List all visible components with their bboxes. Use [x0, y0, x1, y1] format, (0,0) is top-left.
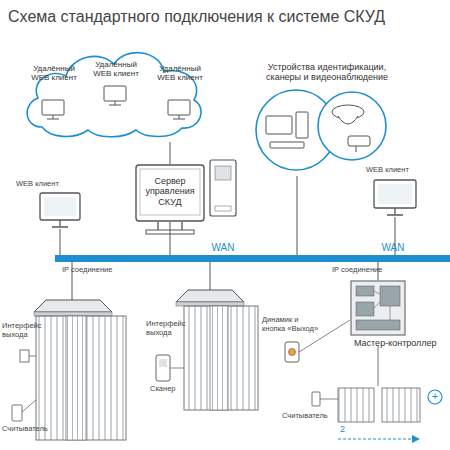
connector-line: [170, 142, 171, 164]
node-text: Мастер-контроллер: [354, 338, 446, 348]
label-text: Сканер: [150, 385, 190, 394]
devices-group: Устройства идентификации, сканеры и виде…: [252, 62, 402, 176]
label-text: +: [429, 390, 441, 403]
diagram-title: Схема стандартного подключения к системе…: [8, 8, 448, 26]
node-text: WAN: [373, 242, 413, 254]
turnstile: [312, 346, 442, 443]
label-text: WEB клиент: [366, 166, 426, 175]
label-text: Интерфейс выхода: [146, 320, 186, 337]
label-text: Считыватель: [282, 412, 332, 421]
node-text: Удалённый WEB клиент: [156, 64, 204, 82]
wan-band: WANWAN: [55, 255, 450, 262]
master-controller: Мастер-контроллер: [350, 280, 406, 336]
connector-line: [170, 222, 171, 255]
node-text: Сервер управления СКУД: [141, 176, 199, 207]
label-text: IP соединение: [62, 266, 132, 275]
label-text: Считыватель: [2, 425, 52, 434]
server-monitor: Сервер управления СКУД: [135, 164, 205, 222]
label-text: WEB клиент: [16, 180, 76, 189]
node-text: Удалённый WEB клиент: [92, 60, 140, 78]
connector-line: [297, 176, 298, 255]
label-text: Динамик и кнопка «Выход»: [262, 316, 322, 333]
label-text: 2: [340, 424, 350, 434]
node-text: Устройства идентификации, сканеры и виде…: [252, 62, 402, 83]
turnstile: [12, 262, 126, 440]
cloud: Удалённый WEB клиент Удалённый WEB клиент…: [22, 42, 207, 142]
node-text: Удалённый WEB клиент: [30, 64, 78, 82]
node-text: WAN: [203, 242, 243, 254]
web-client-monitor: [40, 193, 80, 255]
label-text: IP соединение: [332, 266, 402, 275]
label-text: Интерфейс выхода: [2, 322, 42, 339]
web-client-monitor: [374, 180, 416, 255]
